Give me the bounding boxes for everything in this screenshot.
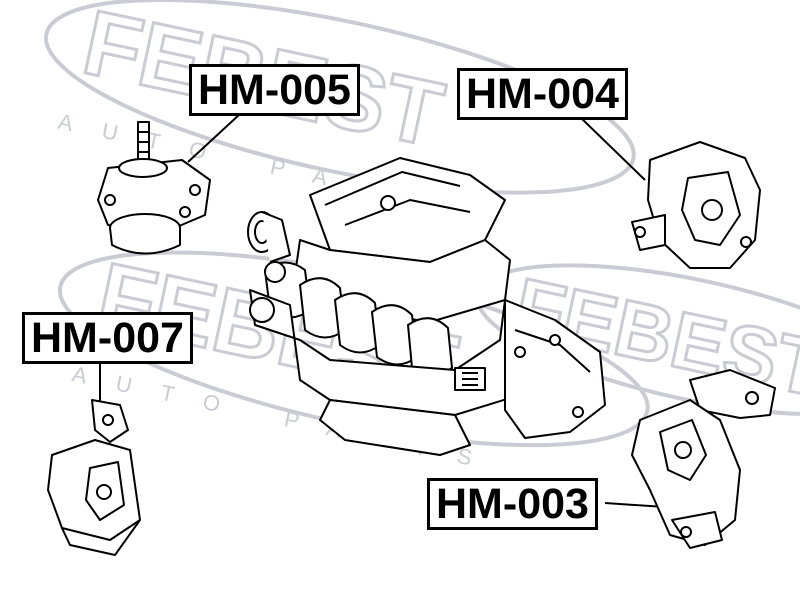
mount-bolt-hole (634, 226, 646, 238)
engine-bolt (514, 346, 526, 358)
mount-bolt-hole (179, 206, 191, 218)
engine-bolt (572, 406, 584, 418)
leader-line-hm004 (579, 116, 646, 181)
mount-bolt-hole (102, 414, 114, 426)
mount-bolt-hole (740, 236, 752, 248)
mount-hm003-drawing (631, 369, 776, 549)
engine-bolt (549, 334, 561, 346)
part-label-hm004: HM-004 (457, 68, 628, 120)
engine-oil-cap (380, 195, 396, 211)
part-label-hm003: HM-003 (427, 478, 598, 530)
watermark-ellipse (43, 0, 636, 195)
mount-top-collar (118, 158, 168, 178)
part-label-hm007: HM-007 (22, 312, 193, 364)
mount-hm007-drawing (47, 399, 141, 556)
part-label-hm005: HM-005 (189, 64, 360, 116)
mount-hm004-drawing (631, 141, 761, 269)
mount-bolt-hole (680, 526, 692, 538)
leader-line-hm005 (187, 113, 241, 163)
mount-hm005-drawing (97, 121, 211, 255)
engine-throttle-body (247, 211, 291, 283)
engine-pulley (249, 297, 275, 323)
mount-base-plate (671, 511, 723, 549)
engine-oil-pan (319, 399, 471, 456)
mount-bolt-hole (104, 194, 116, 206)
mount-base-plate (631, 214, 666, 251)
mount-bolt-hole (189, 184, 201, 196)
mount-bolt-hole (745, 391, 759, 405)
engine-drawing (247, 157, 606, 456)
